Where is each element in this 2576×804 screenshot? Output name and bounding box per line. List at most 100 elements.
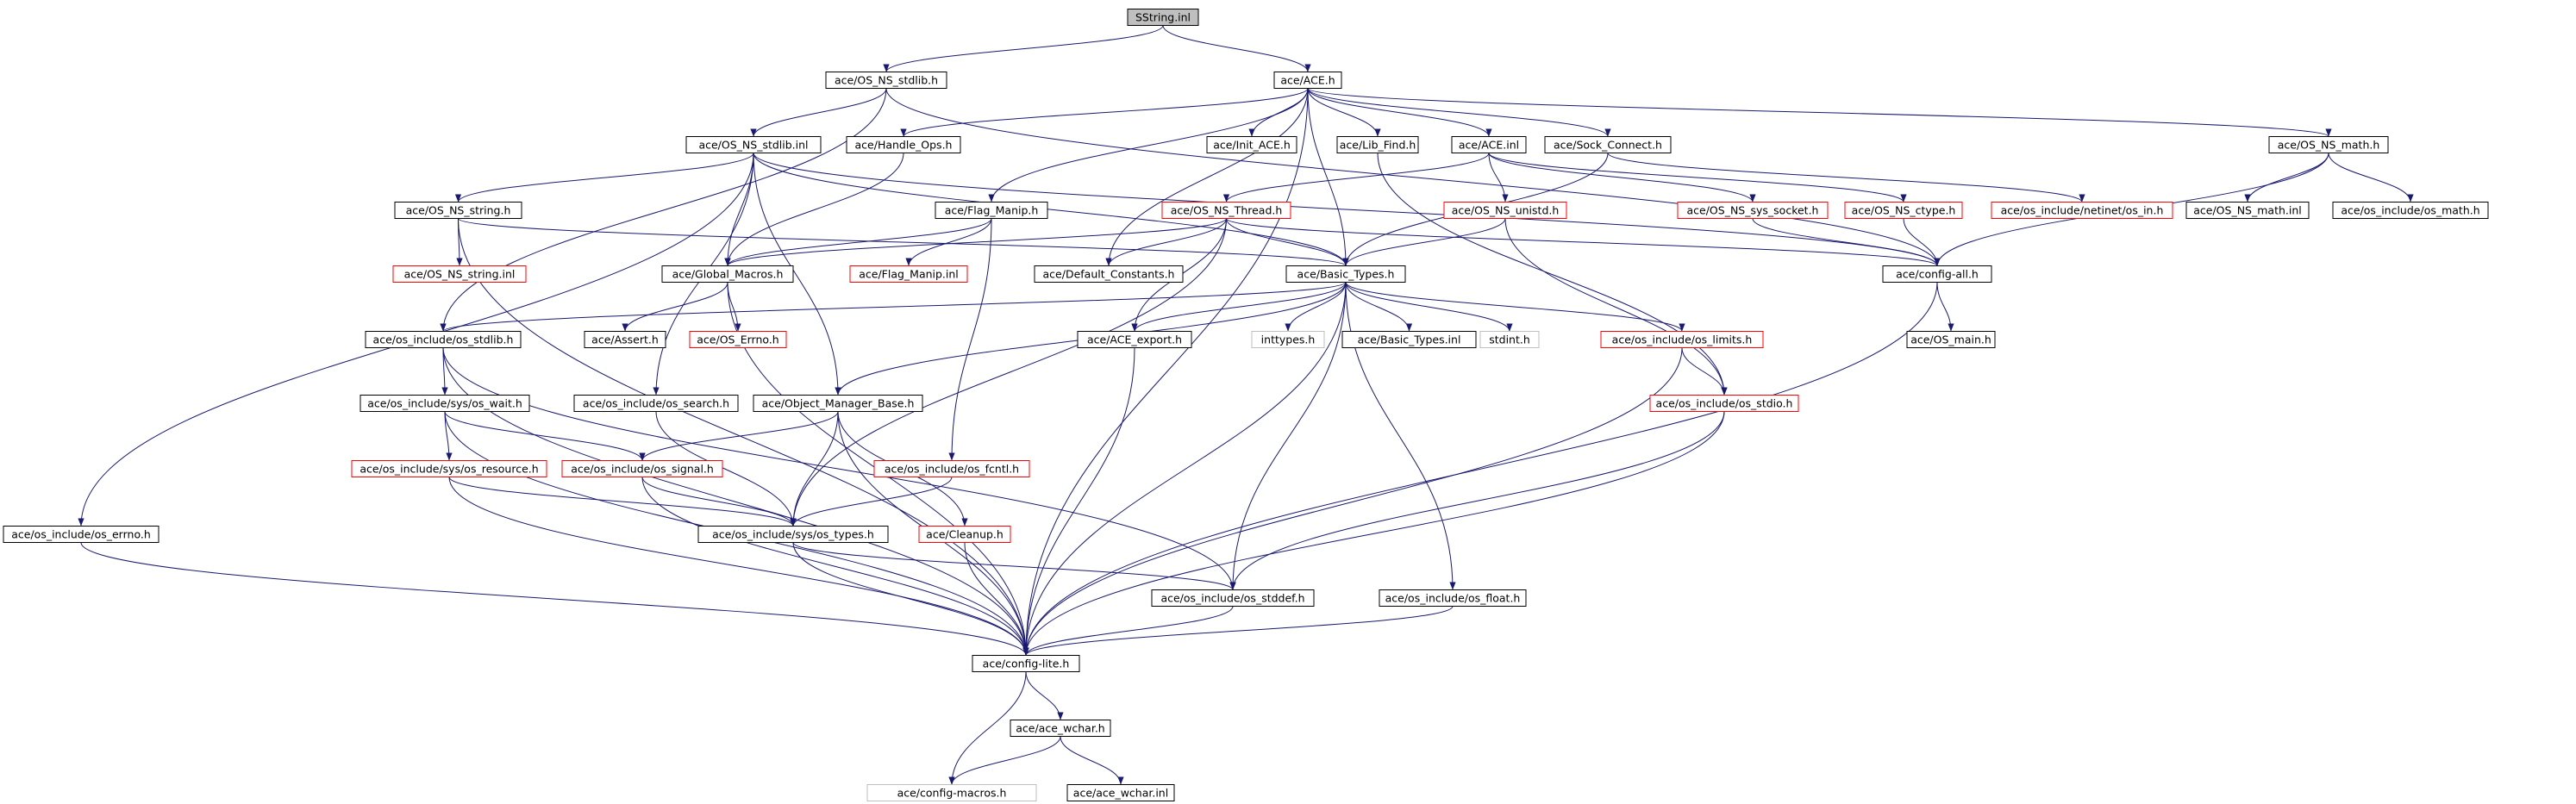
edge-basic_types_h-to-stdint_h (1345, 282, 1513, 332)
node-box (1443, 202, 1567, 219)
edge-os_ns_stdlib_h-to-config_all_h (885, 88, 1941, 266)
node-os_stdio_h[interactable]: ace/os_include/os_stdio.h (1649, 395, 1799, 412)
node-ace_h[interactable]: ace/ACE.h (1273, 72, 1342, 89)
node-sstring_inl: SString.inl (1127, 9, 1199, 26)
node-sock_connect_h[interactable]: ace/Sock_Connect.h (1544, 136, 1672, 153)
node-box (753, 395, 923, 412)
node-assert_h[interactable]: ace/Assert.h (584, 331, 666, 348)
edge-os_signal_h-to-config_lite_h (641, 477, 1029, 656)
node-config_lite_h[interactable]: ace/config-lite.h (972, 655, 1080, 672)
node-global_macros_h[interactable]: ace/Global_Macros.h (661, 265, 794, 283)
edge-os_resource_h-to-os_types_h (448, 477, 797, 527)
node-label: ace/os_include/os_signal.h (571, 463, 714, 476)
node-box (1991, 202, 2173, 219)
node-os_limits_h[interactable]: ace/os_include/os_limits.h (1600, 331, 1764, 348)
node-os_ns_ctype_h[interactable]: ace/OS_NS_ctype.h (1844, 202, 1963, 219)
node-default_constants_h[interactable]: ace/Default_Constants.h (1034, 265, 1184, 283)
node-ace_wchar_h[interactable]: ace/ace_wchar.h (1010, 720, 1111, 737)
edge-os_stdlib_h-to-config_lite_h (442, 347, 1029, 656)
node-os_ns_math_h[interactable]: ace/OS_NS_math.h (2268, 136, 2389, 153)
node-box (573, 395, 739, 412)
node-flag_manip_inl[interactable]: ace/Flag_Manip.inl (849, 265, 968, 283)
edge-os_resource_h-to-config_lite_h (448, 477, 1029, 656)
edge-basic_types_h-to-os_float_h (1345, 282, 1456, 590)
edge-global_macros_h-to-os_errno_red_h (727, 282, 741, 332)
edge-flag_manip_h-to-os_fcntl_h (948, 218, 992, 461)
edge-os_ns_stdlib_inl-to-os_ns_string_h (455, 153, 754, 203)
edge-os_ns_math_h-to-os_math_h (2328, 153, 2414, 203)
node-os_float_h[interactable]: ace/os_include/os_float.h (1379, 589, 1527, 607)
node-box (1379, 589, 1527, 607)
node-inttypes_h[interactable]: inttypes.h (1251, 331, 1325, 348)
node-label: ace/Flag_Manip.h (945, 204, 1039, 217)
edge-basic_types_h-to-os_limits_h (1345, 282, 1685, 332)
node-label: ace/os_include/os_stddef.h (1160, 592, 1304, 605)
node-flag_manip_h[interactable]: ace/Flag_Manip.h (935, 202, 1048, 219)
node-handle_ops_h[interactable]: ace/Handle_Ops.h (846, 136, 961, 153)
node-os_stddef_h[interactable]: ace/os_include/os_stddef.h (1151, 589, 1315, 607)
node-os_ns_stdlib_h[interactable]: ace/OS_NS_stdlib.h (825, 72, 947, 89)
node-label: ace/OS_NS_sys_socket.h (1687, 204, 1819, 217)
node-os_stdlib_h[interactable]: ace/os_include/os_stdlib.h (365, 331, 522, 348)
node-basic_types_h[interactable]: ace/Basic_Types.h (1285, 265, 1406, 283)
node-box (1151, 589, 1315, 607)
node-object_manager_base_h[interactable]: ace/Object_Manager_Base.h (753, 395, 923, 412)
node-box (1161, 202, 1291, 219)
node-label: ace/os_include/os_stdio.h (1656, 397, 1793, 410)
edge-os_ns_stdlib_h-to-os_stdlib_h (440, 88, 887, 332)
node-box (2268, 136, 2389, 153)
node-box (685, 136, 822, 153)
node-os_errno_h[interactable]: ace/os_include/os_errno.h (3, 526, 159, 543)
node-box (661, 265, 794, 283)
node-os_ns_sys_socket_h[interactable]: ace/OS_NS_sys_socket.h (1677, 202, 1829, 219)
node-cleanup_h[interactable]: ace/Cleanup.h (918, 526, 1011, 543)
node-os_ns_string_h[interactable]: ace/OS_NS_string.h (394, 202, 522, 219)
node-label: ace/Sock_Connect.h (1554, 139, 1662, 152)
node-os_types_h[interactable]: ace/os_include/sys/os_types.h (697, 526, 889, 543)
node-label: ace/Object_Manager_Base.h (762, 397, 915, 410)
node-basic_types_inl[interactable]: ace/Basic_Types.inl (1341, 331, 1477, 348)
node-box (825, 72, 947, 89)
node-os_signal_h[interactable]: ace/os_include/os_signal.h (561, 460, 723, 477)
node-os_ns_thread_h[interactable]: ace/OS_NS_Thread.h (1161, 202, 1291, 219)
node-os_main_h[interactable]: ace/OS_main.h (1906, 331, 1996, 348)
node-os_ns_string_inl[interactable]: ace/OS_NS_string.inl (392, 265, 527, 283)
node-config_macros_h[interactable]: ace/config-macros.h (866, 784, 1037, 801)
node-label: ace/os_include/sys/os_wait.h (367, 397, 522, 410)
node-label: ace/OS_NS_stdlib.h (835, 74, 938, 87)
node-os_ns_math_inl[interactable]: ace/OS_NS_math.inl (2185, 202, 2310, 219)
node-label: ace/OS_NS_Thread.h (1171, 204, 1283, 217)
edge-sstring_inl-to-ace_h (1162, 25, 1311, 72)
node-os_ns_unistd_h[interactable]: ace/OS_NS_unistd.h (1443, 202, 1567, 219)
edge-basic_types_h-to-inttypes_h (1285, 282, 1347, 332)
node-label: ace/ace_wchar.inl (1073, 787, 1168, 800)
node-config_all_h[interactable]: ace/config-all.h (1882, 265, 1992, 283)
node-label: inttypes.h (1261, 333, 1316, 346)
node-os_search_h[interactable]: ace/os_include/os_search.h (573, 395, 739, 412)
node-stdint_h[interactable]: stdint.h (1479, 331, 1540, 348)
node-os_fcntl_h[interactable]: ace/os_include/os_fcntl.h (873, 460, 1030, 477)
edge-os_types_h-to-os_stddef_h (792, 542, 1236, 590)
node-label: ace/os_include/os_errno.h (11, 528, 151, 541)
edge-ace_h-to-handle_ops_h (900, 88, 1309, 137)
edge-os_ns_thread_h-to-config_all_h (1226, 218, 1941, 266)
edge-os_stdio_h-to-config_lite_h (1022, 411, 1725, 656)
node-ace_export_h[interactable]: ace/ACE_export.h (1077, 331, 1192, 348)
node-box (689, 331, 787, 348)
node-label: ace/os_include/sys/os_types.h (712, 528, 874, 541)
node-os_in_h[interactable]: ace/os_include/netinet/os_in.h (1991, 202, 2173, 219)
node-ace_wchar_inl[interactable]: ace/ace_wchar.inl (1066, 784, 1175, 801)
node-os_math_h[interactable]: ace/os_include/os_math.h (2332, 202, 2489, 219)
node-ace_inl[interactable]: ace/ACE.inl (1451, 136, 1527, 153)
node-os_ns_stdlib_inl[interactable]: ace/OS_NS_stdlib.inl (685, 136, 822, 153)
node-init_ace_h[interactable]: ace/Init_ACE.h (1206, 136, 1297, 153)
node-lib_find_h[interactable]: ace/Lib_Find.h (1336, 136, 1419, 153)
node-os_resource_h[interactable]: ace/os_include/sys/os_resource.h (351, 460, 547, 477)
node-box (918, 526, 1011, 543)
edge-ace_wchar_h-to-ace_wchar_inl (1060, 736, 1124, 785)
edge-os_ns_thread_h-to-basic_types_h (1226, 218, 1349, 266)
edge-sock_connect_h-to-os_in_h (1607, 153, 2085, 203)
node-os_wait_h[interactable]: ace/os_include/sys/os_wait.h (360, 395, 530, 412)
edge-config_all_h-to-os_main_h (1936, 282, 1954, 332)
node-os_errno_red_h[interactable]: ace/OS_Errno.h (689, 331, 787, 348)
